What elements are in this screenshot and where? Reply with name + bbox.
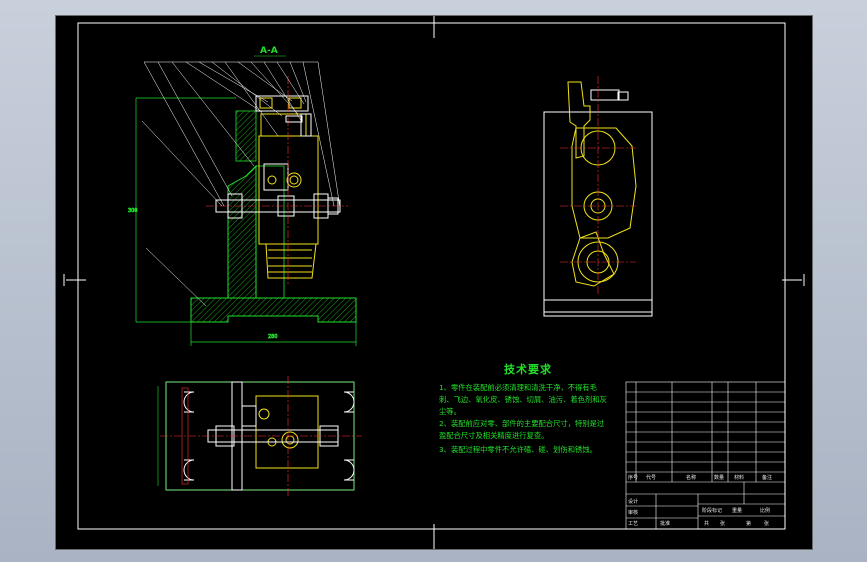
- tech-requirement-2: 2、装配前应对零、部件的主要配合尺寸，特别是过盈配合尺寸及相关精度进行复查。: [439, 419, 605, 440]
- tb-scale: 比例: [760, 508, 771, 514]
- cad-drawing-canvas: A-A 300 280: [63, 16, 805, 549]
- fixture-parts: [206, 76, 348, 286]
- tb-sheet-unit-1: 张: [720, 521, 726, 527]
- tb-sheet-no: 第: [746, 521, 752, 527]
- drawing-border: [77, 22, 786, 530]
- part-leaders: [141, 61, 341, 307]
- tb-header-material: 材料: [734, 475, 745, 481]
- center-marks: [63, 16, 805, 549]
- top-view: [157, 376, 362, 496]
- side-view: [543, 76, 653, 317]
- svg-text:300: 300: [128, 208, 138, 214]
- tech-requirements-title: 技术要求: [504, 363, 552, 376]
- tb-header-code: 代号: [646, 475, 657, 481]
- tech-requirement-1: 1、零件在装配前必须清理和清洗干净，不得有毛刺、飞边、氧化皮、锈蚀、切屑、油污、…: [439, 383, 607, 416]
- tech-requirement-3: 3、装配过程中零件不允许磕、碰、划伤和锈蚀。: [439, 445, 597, 454]
- drawing-sheet: A-A 300 280: [55, 15, 813, 550]
- tb-approve: 批准: [660, 521, 671, 527]
- tb-header-qty: 数量: [714, 475, 725, 481]
- section-label: A-A: [260, 46, 278, 56]
- tb-process: 工艺: [628, 521, 639, 527]
- tb-review: 审核: [628, 510, 639, 516]
- tb-sheet-total: 共: [704, 521, 710, 527]
- title-block: [625, 381, 786, 530]
- tb-weight: 重量: [732, 508, 743, 514]
- tb-header-name: 名称: [686, 475, 697, 481]
- tb-design: 设计: [628, 499, 639, 505]
- tb-header-remark: 备注: [762, 475, 773, 481]
- tb-stage: 阶段标记: [702, 508, 723, 514]
- tb-sheet-unit-2: 张: [764, 521, 770, 527]
- svg-text:280: 280: [268, 334, 278, 340]
- tb-header-no: 序号: [628, 475, 639, 481]
- base-section: [190, 110, 357, 323]
